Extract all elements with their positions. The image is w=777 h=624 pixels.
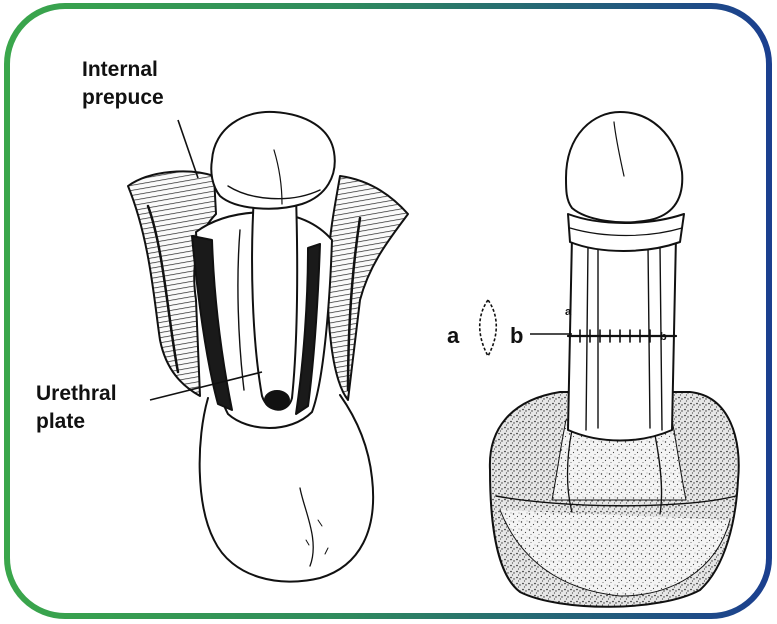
urethral-plate [252,196,297,410]
suture-label-a: a [565,306,571,318]
incision-label-a: a [447,322,459,350]
incision-label-b: b [510,322,523,350]
internal-prepuce-label: Internal prepuce [82,56,164,112]
left-glans [211,112,334,209]
internal-prepuce-label-line2: prepuce [82,84,164,112]
internal-prepuce-label-line1: Internal [82,56,164,84]
urethral-plate-label-line1: Urethral [36,380,117,408]
suture-label-b: b [660,331,667,343]
urethral-plate-label: Urethral plate [36,380,117,436]
urethral-plate-label-line2: plate [36,408,117,436]
